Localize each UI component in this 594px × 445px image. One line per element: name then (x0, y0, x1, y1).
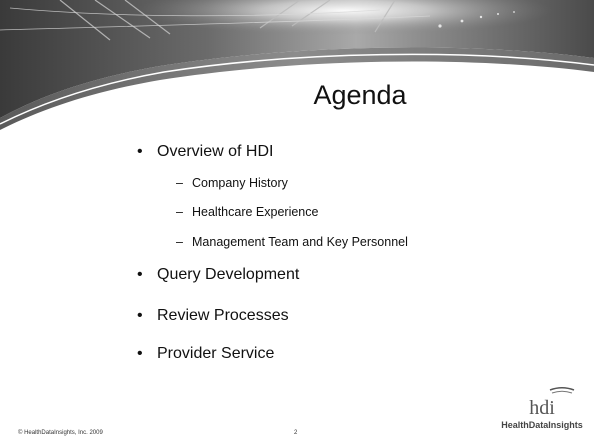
page-number: 2 (294, 430, 298, 436)
agenda-item: • Overview of HDI (137, 142, 273, 162)
agenda-item: • Provider Service (137, 344, 274, 364)
agenda-item-label: Provider Service (157, 345, 275, 362)
agenda-subitem: –Management Team and Key Personnel (176, 234, 408, 250)
agenda-item: • Query Development (137, 265, 299, 285)
bullet-marker: • (137, 345, 143, 362)
header-swoosh-graphic (0, 0, 594, 130)
agenda-subitem-label: Management Team and Key Personnel (192, 235, 408, 249)
bullet-marker: • (137, 266, 143, 283)
hdi-logo: hdi HealthDataInsights (501, 387, 583, 430)
agenda-subitem-label: Company History (192, 176, 288, 190)
agenda-item: • Review Processes (137, 306, 289, 326)
dash-marker: – (176, 235, 183, 249)
logo-mark: hdi (529, 397, 555, 419)
dash-marker: – (176, 176, 183, 190)
slide-title: Agenda (313, 80, 407, 110)
agenda-subitem: –Company History (176, 175, 288, 191)
footer-copyright: © HealthDataInsights, Inc. 2009 (18, 430, 103, 436)
bullet-marker: • (137, 307, 143, 324)
agenda-subitem: –Healthcare Experience (176, 204, 318, 220)
agenda-subitem-label: Healthcare Experience (192, 205, 319, 219)
agenda-item-label: Query Development (157, 266, 300, 283)
agenda-item-label: Overview of HDI (157, 143, 274, 160)
dash-marker: – (176, 205, 183, 219)
bullet-marker: • (137, 143, 143, 160)
agenda-item-label: Review Processes (157, 307, 289, 324)
logo-name: HealthDataInsights (501, 420, 583, 430)
